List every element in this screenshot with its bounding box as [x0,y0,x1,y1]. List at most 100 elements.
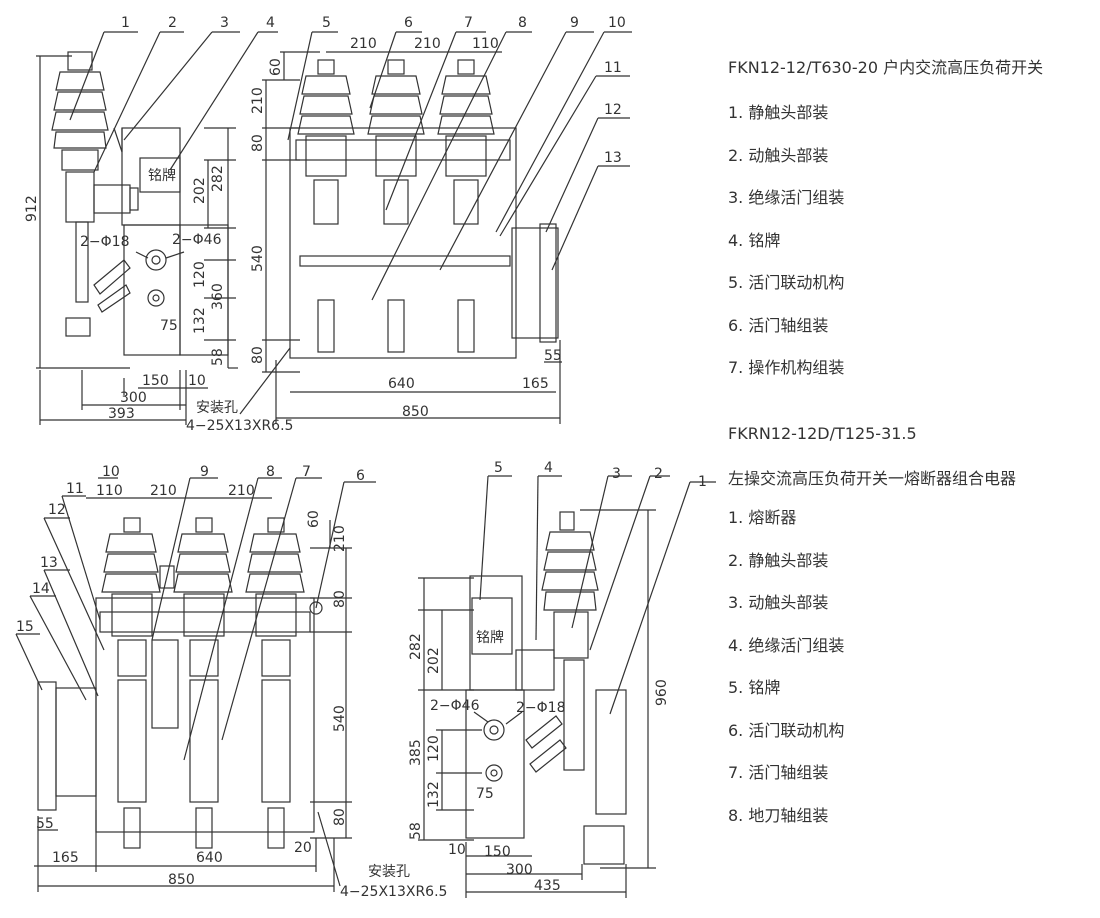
insulator-right [437,59,495,353]
callout-d1: 1 [698,474,707,490]
callout-c7: 7 [302,464,311,480]
dim-d-960: 960 [654,679,670,706]
callout-a10: 10 [608,15,626,31]
callout-a13: 13 [604,150,622,166]
dim-d-132: 132 [426,781,442,808]
dim-d-120: 120 [426,735,442,762]
product1-item: 3. 绝缘活门组装 [728,188,845,207]
callout-a9: 9 [570,15,579,31]
callout-a12: 12 [604,102,622,118]
product1-item: 5. 活门联动机构 [728,273,845,292]
product1-panel: FKN12-12/T630-20 户内交流高压负荷开关 1. 静触头部装 2. … [728,54,1098,390]
insulator-c-middle [173,517,233,849]
dim-b-210-v: 210 [250,87,266,114]
callout-a8: 8 [518,15,527,31]
callout-c8: 8 [266,464,275,480]
callout-c15: 15 [16,619,34,635]
dim-c-80-top: 80 [332,590,348,608]
callout-d3: 3 [612,466,621,482]
dim-c-540: 540 [332,705,348,732]
dim-d-435: 435 [534,878,561,894]
insulator-middle [367,59,425,353]
callout-c14: 14 [32,581,50,597]
dim-b-640: 640 [388,376,415,392]
dim-b-165: 165 [522,376,549,392]
product2-item: 3. 动触头部装 [728,593,829,612]
product1-item: 1. 静触头部装 [728,103,829,122]
dim-a-282: 282 [210,165,226,192]
dim-d-300: 300 [506,862,533,878]
dim-c-80-bottom: 80 [332,808,348,826]
callout-a1: 1 [121,15,130,31]
callout-a3: 3 [220,15,229,31]
hole-label-46-a: 2−Φ46 [172,232,222,248]
dim-d-75: 75 [476,786,494,802]
product2-title-line1: FKRN12-12D/T125-31.5 [728,424,917,443]
product2-title-line2: 左操交流高压负荷开关一熔断器组合电器 [728,469,1017,488]
dim-b-80-top: 80 [250,134,266,152]
mount-hole-spec-a: 4−25X13XR6.5 [186,418,293,434]
callout-c12: 12 [48,502,66,518]
dim-c-55: 55 [36,816,54,832]
callout-a6: 6 [404,15,413,31]
callout-a2: 2 [168,15,177,31]
nameplate-a: 铭牌 [148,167,176,184]
view-d-side-fuse [418,475,716,898]
product1-item: 2. 动触头部装 [728,145,829,165]
view-c-rear [15,477,376,892]
hole-label-18-d: 2−Φ18 [516,700,565,716]
callout-c9: 9 [200,464,209,480]
product2-item: 4. 绝缘活门组装 [728,635,845,655]
dim-c-110: 110 [96,483,123,499]
mount-hole-spec-c: 4−25X13XR6.5 [340,884,447,900]
hole-label-18-a: 2−Φ18 [80,234,129,250]
dim-a-75: 75 [160,318,178,334]
dim-b-210-1: 210 [350,36,377,52]
callout-c6: 6 [356,468,365,484]
callout-a5: 5 [322,15,331,31]
dim-c-210-1: 210 [150,483,177,499]
dim-d-202: 202 [426,647,442,674]
callout-d4: 4 [544,460,553,476]
product1-item: 7. 操作机构组装 [728,358,845,377]
dim-c-850: 850 [168,872,195,888]
callout-c11: 11 [66,481,84,497]
view-b-front [239,31,632,424]
callout-c13: 13 [40,555,58,571]
nameplate-d: 铭牌 [476,629,504,646]
callout-a11: 11 [604,60,622,76]
dim-b-540: 540 [250,245,266,272]
dim-c-60: 60 [306,510,322,528]
callout-a7: 7 [464,15,473,31]
technical-drawing: 1 2 3 4 5 6 7 8 9 10 11 12 13 912 282 20… [15,15,716,900]
dim-c-20: 20 [294,840,312,856]
dim-b-55: 55 [544,348,562,364]
product2-item: 6. 活门联动机构 [728,720,845,740]
dim-a-58: 58 [210,348,226,366]
dim-d-282: 282 [408,633,424,660]
dim-d-385: 385 [408,739,424,766]
mount-hole-label-c: 安装孔 [368,864,410,880]
product1-title: FKN12-12/T630-20 户内交流高压负荷开关 [728,58,1044,77]
mount-hole-label-a: 安装孔 [196,400,238,416]
insulator-c-right [245,517,305,849]
dim-a-393: 393 [108,406,135,422]
dim-d-58: 58 [408,822,424,840]
dim-a-150: 150 [142,373,169,389]
product2-item: 7. 活门轴组装 [728,763,829,782]
product2-item: 8. 地刀轴组装 [728,805,829,825]
hole-label-46-d: 2−Φ46 [430,698,480,714]
product2-item: 1. 熔断器 [728,508,797,527]
dim-c-165: 165 [52,850,79,866]
dim-d-150: 150 [484,844,511,860]
dim-a-360: 360 [210,283,226,310]
callout-a4: 4 [266,15,275,31]
dim-a-912: 912 [24,195,40,222]
product2-item: 5. 铭牌 [728,678,781,697]
product1-item: 4. 铭牌 [728,230,781,250]
product1-item: 6. 活门轴组装 [728,315,829,335]
dim-a-120: 120 [192,261,208,288]
dim-a-202: 202 [192,177,208,204]
insulator-left [297,59,355,353]
dim-b-60: 60 [268,58,284,76]
